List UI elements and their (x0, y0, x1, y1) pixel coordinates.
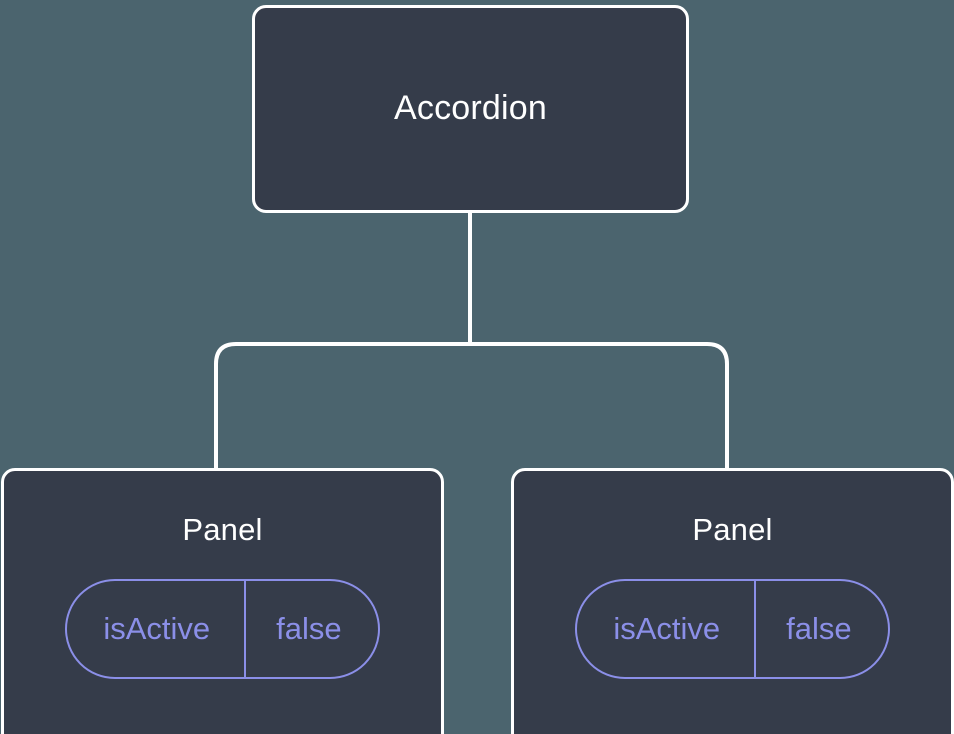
prop-key: isActive (613, 611, 721, 647)
prop-value: false (244, 581, 377, 678)
prop-key: isActive (103, 611, 211, 647)
node-accordion[interactable]: Accordion (252, 5, 689, 213)
node-panel-2[interactable]: Panel isActive false (511, 468, 954, 734)
prop-badge-isactive-2[interactable]: isActive false (575, 579, 890, 680)
prop-value: false (754, 581, 887, 678)
node-panel-1[interactable]: Panel isActive false (1, 468, 444, 734)
node-panel-1-label: Panel (182, 512, 263, 547)
node-accordion-label: Accordion (394, 89, 547, 128)
prop-badge-isactive-1[interactable]: isActive false (65, 579, 380, 680)
node-panel-2-label: Panel (692, 512, 773, 547)
connector-child-bus (214, 342, 729, 470)
